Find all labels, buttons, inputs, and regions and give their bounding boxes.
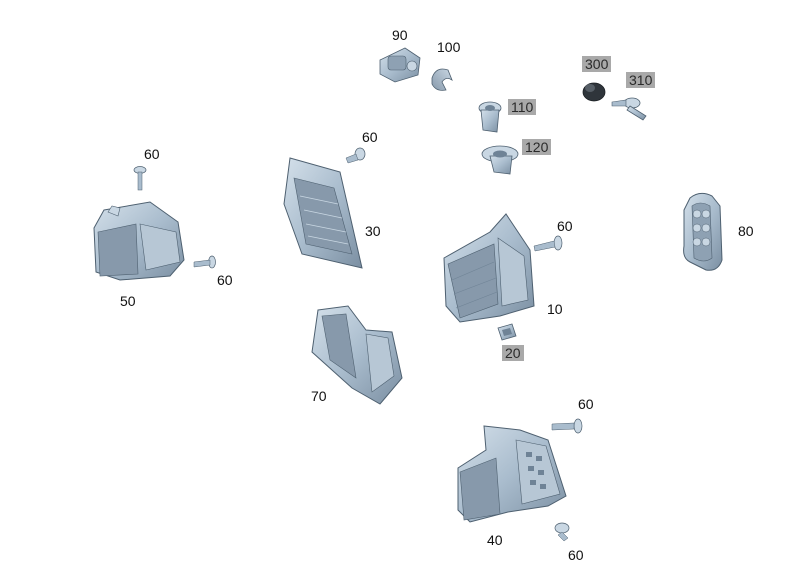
part-label-90: 90 — [392, 27, 408, 43]
part-label-60: 60 — [144, 146, 160, 162]
clip-icon[interactable] — [497, 323, 517, 341]
screw-icon[interactable] — [533, 235, 563, 252]
part-label-60: 60 — [557, 218, 573, 234]
air-duct-frame-icon[interactable] — [283, 157, 363, 269]
part-label-120: 120 — [522, 139, 552, 155]
part-label-70: 70 — [311, 388, 327, 404]
screw-icon[interactable] — [551, 418, 583, 434]
bracket-icon[interactable] — [431, 68, 453, 91]
part-label-80: 80 — [738, 223, 754, 239]
part-label-310: 310 — [626, 72, 656, 88]
grommet-icon[interactable] — [481, 145, 519, 175]
part-label-20: 20 — [502, 345, 524, 361]
rubber-cap-icon[interactable] — [582, 82, 606, 102]
screw-icon[interactable] — [554, 522, 570, 542]
part-label-50: 50 — [120, 293, 136, 309]
screw-icon[interactable] — [193, 255, 216, 269]
air-duct-housing-icon[interactable] — [93, 201, 185, 281]
part-label-40: 40 — [487, 532, 503, 548]
part-label-10: 10 — [547, 301, 563, 317]
air-duct-housing-icon[interactable] — [457, 425, 567, 523]
part-label-60: 60 — [217, 272, 233, 288]
part-label-60: 60 — [568, 547, 584, 563]
clip-pin-icon[interactable] — [611, 97, 647, 121]
part-label-30: 30 — [365, 223, 381, 239]
air-duct-housing-icon[interactable] — [443, 213, 535, 323]
vent-grille-icon[interactable] — [683, 192, 723, 271]
air-duct-channel-icon[interactable] — [311, 305, 403, 405]
part-label-60: 60 — [578, 396, 594, 412]
screw-icon[interactable] — [345, 147, 366, 164]
part-label-100: 100 — [437, 39, 461, 55]
part-label-300: 300 — [582, 56, 612, 72]
screw-icon[interactable] — [133, 166, 147, 191]
actuator-motor-icon[interactable] — [379, 47, 421, 83]
grommet-icon[interactable] — [478, 101, 502, 133]
part-label-60: 60 — [362, 129, 378, 145]
part-label-110: 110 — [508, 99, 537, 115]
